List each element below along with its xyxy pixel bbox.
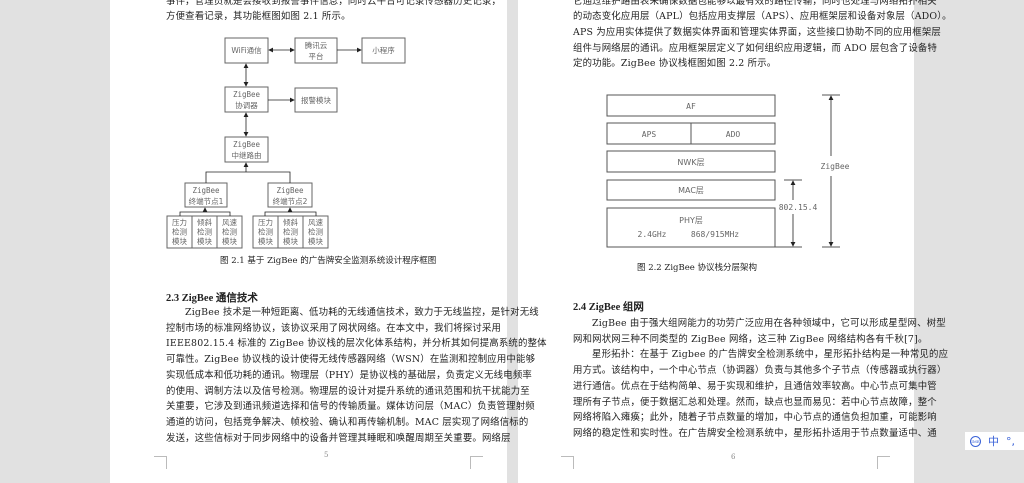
label-alarm: 报警模块 [301,95,331,105]
ime-mode-toggle[interactable]: 中 [988,435,999,448]
text-line: ZigBee 由于强大组网能力的功劳广泛应用在各种领域中，它可以形成星型网、树型 [592,318,946,329]
layer-af [606,94,776,117]
label-node1-1: ZigBee [192,186,220,195]
ime-logo-icon[interactable]: IME [970,435,981,447]
text-line: 网络将陷入瘫痪；此外，随着子节点数量的增加，中心节点的通信负担加重，可能影响 [573,412,937,424]
label-miniapp: 小程序 [372,45,395,55]
layer-phy [606,207,776,248]
document-page-6 [518,0,914,483]
text-line: 的使用、调制方法以及信号检测。物理层的设计对提升系统的通讯范围和抗干扰能力至 [166,385,530,397]
box-alarm [294,87,338,113]
label-cloud-1: 腾讯云 [305,40,328,50]
label-coordinator-2: 协调器 [235,100,258,110]
label-nwk: NWK层 [677,158,704,167]
sensor-module-label: 模块 [283,236,298,246]
text-line: 网和网状网三种不同类型的 ZigBee 网络，这三种 ZigBee 网络结构各有… [573,333,928,345]
sensor-module-label: 模块 [222,236,237,246]
sensor-module-label: 压力 [258,217,273,227]
text-line: IEEE802.15.4 标准的 ZigBee 协议栈的层次化体系结构，并分析其… [166,338,547,350]
label-phy-freq-1: 2.4GHz [638,230,667,239]
text-line: APS 为应用实体提供了数据实体界面和管理实体界面，这些接口协助不同的应用框架层 [573,27,941,38]
sensor-module-label: 检测 [258,227,273,237]
sensor-module-label: 倾斜 [197,217,212,227]
text-line: 组件与网络层的通讯。应用框架层定义了如何组织应用逻辑，而 ADO 层包含了设备特 [573,43,938,54]
sensor-module-label: 风速 [222,218,237,227]
label-ieee-span: 802.15.4 [779,203,818,212]
label-router-2: 中继路由 [232,150,262,160]
box-router [224,136,269,163]
text-line: 方便查看记录，其功能框图如图 2.1 所示。 [166,11,351,22]
page-number: 6 [731,453,736,461]
box-wifi [224,37,269,64]
text-line: 事件，管理员就是会接收到报警事件信息，同时云平台可记录传感器历史记录， [166,0,502,7]
sensor-module-label: 倾斜 [283,217,298,227]
text-line: ZigBee 技术是一种短距离、低功耗的无线通信技术，致力于无线监控，是针对无线 [185,307,539,318]
text-line: 用方式。该结构中，一个中心节点（协调器）负责与其他多个子节点（传感器或执行器） [573,365,947,377]
text-line: 关重要，它涉及到通讯频道选择和信号的传输质量。媒体访问层（MAC）负责管理射频 [166,401,535,413]
layer-nwk [606,150,776,173]
text-line: 星形拓扑：在基于 Zigbee 的广告牌安全检测系统中，星形拓扑结构是一种常见的… [592,349,949,361]
sensor-module-label: 检测 [172,227,187,237]
sensor-module-label: 风速 [308,218,323,227]
label-phy: PHY层 [679,216,703,225]
margin-corner-mark [470,456,483,469]
text-line: 理所有子节点，便于数据汇总和处理。然而，缺点也显而易见：若中心节点故障，整个 [573,396,937,408]
text-line: 的动态变化应用层（APL）包括应用支撑层（APS）、应用框架层和设备对象层（AD… [573,11,952,22]
margin-corner-mark [877,456,890,469]
margin-corner-mark [561,456,574,469]
text-line: 实现低成本和低功耗的通讯。物理层（PHY）是协议栈的基础层，负责定义无线电频率 [166,369,532,381]
text-line: 控制市场的标准网络协议，该协议采用了网状网络。在本文中，我们将探讨采用 [166,322,502,334]
text-line: 它通过维护路由表来确保数据包能够以最有效的路径传输，同时也处理与网络拓扑相关 [573,0,937,7]
section-heading-2-3: 2.3 ZigBee 通信技术 [166,293,258,304]
label-cloud-2: 平台 [309,51,324,61]
sensor-module-label: 模块 [258,236,273,246]
sensor-module-label: 检测 [308,227,323,237]
figure-2-2-caption: 图 2.2 ZigBee 协议栈分层架构 [637,263,757,273]
ime-toolbar[interactable]: IME 中 °, [965,432,1024,450]
label-node2-2: 终端节点2 [273,196,308,206]
margin-corner-mark [154,456,167,469]
label-router-1: ZigBee [233,140,261,149]
label-mac: MAC层 [678,186,704,195]
sensor-module-label: 检测 [222,227,237,237]
page-number: 5 [324,451,329,459]
label-aps: APS [642,130,657,139]
text-line: 定的功能。ZigBee 协议栈框图如图 2.2 所示。 [573,58,777,69]
box-coordinator [224,86,269,113]
text-line: 进行通信。优点在于结构简单、易于实现和维护，且通信效率较高。中心节点可集中管 [573,380,937,392]
sensor-module-label: 检测 [197,227,212,237]
label-ado: ADO [726,130,741,139]
figure-2-1-caption: 图 2.1 基于 ZigBee 的广告牌安全监测系统设计程序框图 [220,256,437,266]
layer-mac [606,179,776,201]
box-cloud [294,37,338,64]
label-node2-1: ZigBee [276,186,304,195]
section-heading-2-4: 2.4 ZigBee 组网 [573,302,644,313]
text-line: 可靠性。ZigBee 协议栈的设计使得无线传感器网络（WSN）在监测和控制应用中… [166,354,536,366]
text-line: 发送，这些信标对于同步网络中的设备并管理其睡眠和唤醒周期至关重要。网络层 [166,432,511,444]
text-line: 网络的稳定性和实时性。在广告牌安全检测系统中，星形拓扑适用于节点数量适中、通 [573,427,937,439]
sensor-module-label: 模块 [172,236,187,246]
text-line: 通道的访问，包括竞争解决、帧校验、确认和再传输机制。MAC 层实现了网络信标的 [166,416,529,428]
ime-punctuation-toggle[interactable]: °, [1006,434,1015,448]
sensor-module-label: 模块 [197,236,212,246]
label-phy-freq-2: 868/915MHz [691,230,739,239]
sensor-module-label: 压力 [172,217,187,227]
figure-2-1-block-diagram: WiFi通信 腾讯云 平台 小程序 ZigBee 协调器 报警模块 ZigBee… [166,37,406,249]
label-zigbee-span: ZigBee [821,162,850,171]
label-af: AF [686,102,696,111]
label-node1-2: 终端节点1 [189,196,224,206]
label-coordinator-1: ZigBee [233,90,261,99]
label-wifi: WiFi通信 [231,45,262,55]
sensor-module-label: 检测 [283,227,298,237]
box-miniapp [361,37,406,64]
sensor-module-label: 模块 [308,236,323,246]
